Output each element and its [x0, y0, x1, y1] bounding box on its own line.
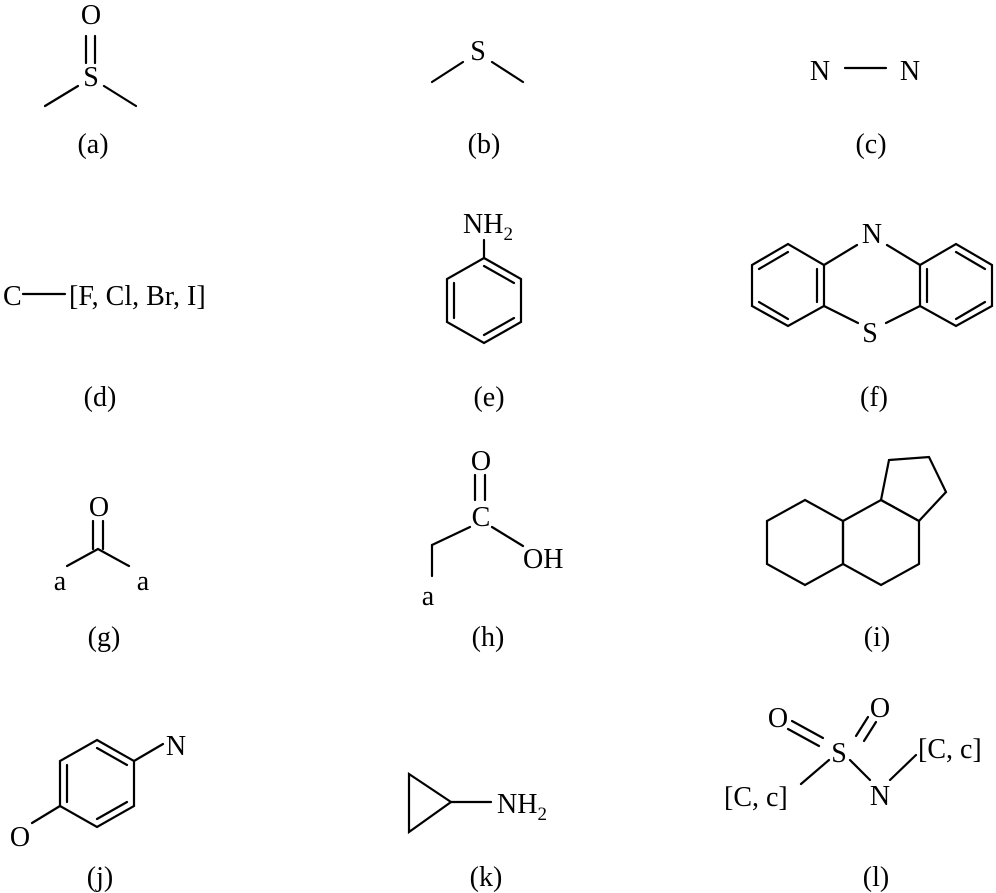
atom-o: O — [10, 822, 30, 853]
atom-n: N — [166, 731, 186, 762]
atom-o: O — [89, 492, 109, 523]
caption-h: (h) — [472, 622, 505, 653]
caption-i: (i) — [864, 622, 890, 653]
atom-s: S — [470, 36, 486, 67]
atom-o1: O — [768, 703, 788, 734]
structure-k: NH2 (k) — [407, 771, 547, 893]
caption-k: (k) — [470, 862, 503, 893]
atom-n: N — [870, 781, 890, 812]
structure-g: O a a (g) — [54, 492, 150, 653]
caption-a: (a) — [77, 129, 108, 160]
atom-s: S — [831, 738, 847, 769]
atom-c: C — [3, 281, 22, 312]
group-c-right: [C, c] — [918, 734, 982, 765]
caption-g: (g) — [88, 622, 121, 653]
atom-oh: OH — [523, 544, 563, 575]
atom-nh: NH2 — [497, 789, 547, 825]
atom-s: S — [862, 318, 878, 349]
structure-i: (i) — [765, 455, 948, 653]
atom-s: S — [83, 62, 99, 93]
atom-a1: a — [54, 566, 67, 597]
atom-nh: NH2 — [463, 209, 513, 245]
structure-e: NH2 (e) — [445, 209, 523, 413]
halogen-group: [F, Cl, Br, I] — [69, 281, 206, 312]
structure-l: O O S N [C, c] [C, c] (l) — [724, 693, 982, 893]
caption-j: (j) — [87, 862, 113, 893]
structure-d: C [F, Cl, Br, I] (d) — [3, 281, 206, 413]
atom-n: N — [862, 219, 882, 250]
atom-o: O — [81, 0, 101, 31]
caption-d: (d) — [84, 382, 117, 413]
atom-c: C — [472, 502, 491, 533]
structure-f: N S (f) — [750, 219, 994, 413]
atom-a2: a — [137, 566, 150, 597]
caption-c: (c) — [855, 129, 886, 160]
structure-b: S (b) — [430, 36, 525, 160]
atom-o: O — [471, 446, 491, 477]
atom-n1: N — [810, 56, 830, 87]
caption-l: (l) — [863, 862, 889, 893]
structure-h: O C OH a (h) — [422, 446, 564, 653]
atom-a: a — [422, 581, 435, 612]
caption-e: (e) — [473, 382, 504, 413]
structure-a: O S (a) — [43, 0, 138, 160]
atom-o2: O — [870, 693, 890, 724]
atom-n2: N — [900, 56, 920, 87]
structure-j: N O (j) — [10, 731, 186, 893]
group-c-left: [C, c] — [724, 782, 788, 813]
caption-f: (f) — [860, 382, 888, 413]
caption-b: (b) — [468, 129, 501, 160]
structure-c: N N (c) — [810, 56, 920, 160]
